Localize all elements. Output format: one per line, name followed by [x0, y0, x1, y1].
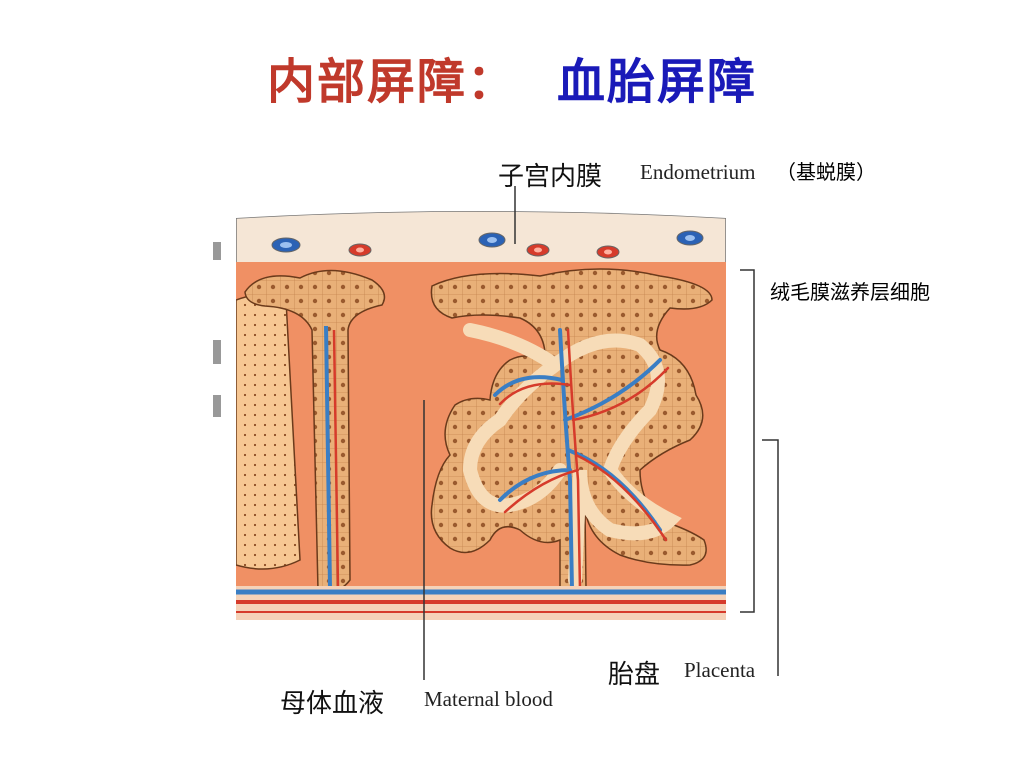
- label-placenta-cn: 胎盘: [608, 660, 661, 690]
- left-edge-fragments: [213, 242, 221, 417]
- leader-lines: [423, 186, 779, 680]
- title-placental-barrier: 血胎屏障: [557, 54, 758, 110]
- label-placenta-en: Placenta: [684, 658, 756, 682]
- label-endometrium-cn: 子宫内膜: [498, 162, 603, 192]
- fetal-vessels: [493, 328, 670, 592]
- label-endometrium-en: Endometrium: [640, 160, 756, 184]
- slide-title: 内部屏障： 血胎屏障: [0, 42, 1024, 112]
- uterine-vessels: [271, 230, 704, 259]
- label-decidua-basalis: （基蜕膜）: [776, 160, 876, 184]
- label-maternal-blood-en: Maternal blood: [424, 687, 553, 711]
- title-internal-barrier: 内部屏障：: [266, 54, 517, 110]
- anchoring-villus-left: [244, 269, 386, 593]
- label-maternal-blood-cn: 母体血液: [280, 689, 385, 719]
- label-trophoblast: 绒毛膜滋养层细胞: [770, 280, 930, 304]
